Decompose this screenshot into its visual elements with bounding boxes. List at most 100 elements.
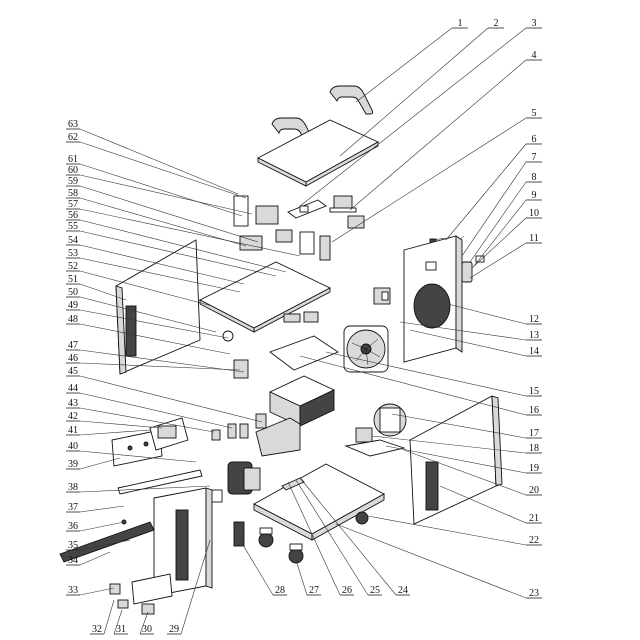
part-number-label: 13 [529,330,539,341]
front-handle-part-34 [59,469,203,563]
part-number-label: 59 [68,176,78,187]
part-number-label: 28 [275,585,285,596]
part-number-label: 16 [529,405,539,416]
callout-63: 63 [66,119,239,195]
callout-58: 58 [66,188,247,247]
terminal-part-28 [233,521,245,547]
leader-line-4 [349,59,527,211]
part-number-label: 38 [68,482,78,493]
callout-19: 19 [385,445,542,474]
part-number-label: 39 [68,459,78,470]
knobs-part-43 [211,413,267,441]
part-number-label: 55 [68,221,78,232]
callout-45: 45 [66,366,263,423]
part-number-label: 49 [68,300,78,311]
leader-line-28 [239,539,274,596]
lower-plate-part-16 [269,335,339,371]
leader-line-21 [439,485,527,524]
leader-line-7 [461,161,527,257]
callout-10: 10 [471,208,542,269]
callout-18: 18 [371,435,542,454]
fuse-part-8 [461,255,485,283]
part-number-label: 5 [532,108,537,119]
control-board-part-59 [233,195,331,261]
callout-59: 59 [66,176,259,243]
callout-43: 43 [66,398,215,433]
callout-12: 12 [447,303,542,325]
leader-line-43 [79,407,215,433]
part-number-label: 56 [68,210,78,221]
part-number-label: 35 [68,540,78,551]
rear-panel-part-10 [403,235,463,363]
part-number-label: 1 [458,18,463,29]
callout-20: 20 [403,449,542,496]
callout-2: 2 [339,18,504,157]
handle-part-1 [271,85,374,147]
leader-line-44 [79,392,233,429]
part-number-label: 44 [68,383,78,394]
leader-line-24 [299,477,397,596]
callout-36: 36 [66,521,125,532]
rectifier-part-49 [283,311,319,323]
callout-16: 16 [299,355,542,416]
leader-line-34 [79,551,111,566]
leader-line-19 [385,445,527,474]
callout-52: 52 [66,261,213,307]
leader-line-38 [79,485,211,493]
leader-line-6 [445,143,527,241]
leader-line-36 [79,521,125,532]
callout-49: 49 [66,300,229,339]
callout-6: 6 [445,134,542,241]
leader-line-39 [79,457,121,470]
leader-line-46 [79,362,241,371]
callout-21: 21 [439,485,542,524]
top-cover-part-2 [257,119,379,187]
leader-line-32 [103,599,115,635]
callout-42: 42 [66,411,163,429]
part-number-label: 46 [68,353,78,364]
leader-line-23 [335,523,527,599]
part-number-label: 25 [370,585,380,596]
part-number-label: 47 [68,340,78,351]
callout-9: 9 [473,190,542,267]
callout-11: 11 [469,233,542,279]
callout-29: 29 [167,539,211,635]
callout-34: 34 [66,551,111,566]
part-number-label: 19 [529,463,539,474]
part-number-label: 61 [68,154,78,165]
leader-line-27 [295,559,308,596]
leader-line-5 [331,117,527,243]
part-number-label: 32 [92,624,102,635]
part-number-label: 14 [529,346,539,357]
leader-line-37 [79,505,125,513]
callout-39: 39 [66,457,121,470]
callout-1: 1 [355,18,468,103]
leader-line-55 [79,230,277,277]
part-number-label: 4 [532,50,537,61]
leader-line-40 [79,450,197,463]
part-number-label: 6 [532,134,537,145]
front-panel-part-29 [153,487,213,597]
leader-line-35 [79,539,131,551]
right-side-panel-part-21 [409,395,503,525]
part-number-label: 52 [68,261,78,272]
leader-line-63 [79,128,239,195]
part-number-label: 57 [68,199,78,210]
part-number-label: 43 [68,398,78,409]
part-number-label: 15 [529,386,539,397]
leader-line-13 [399,321,527,341]
leader-line-18 [371,435,527,454]
part-number-label: 51 [68,274,78,285]
callout-33: 33 [66,585,115,596]
output-transformer-part-17 [344,403,407,457]
leader-line-48 [79,323,231,355]
callout-56: 56 [66,210,287,273]
callout-41: 41 [66,425,151,436]
leader-line-14 [409,329,527,357]
callout-5: 5 [331,108,542,243]
part-number-label: 34 [68,555,78,566]
leader-line-22 [367,515,527,546]
front-label-part-39 [111,429,163,467]
callout-17: 17 [391,413,542,439]
